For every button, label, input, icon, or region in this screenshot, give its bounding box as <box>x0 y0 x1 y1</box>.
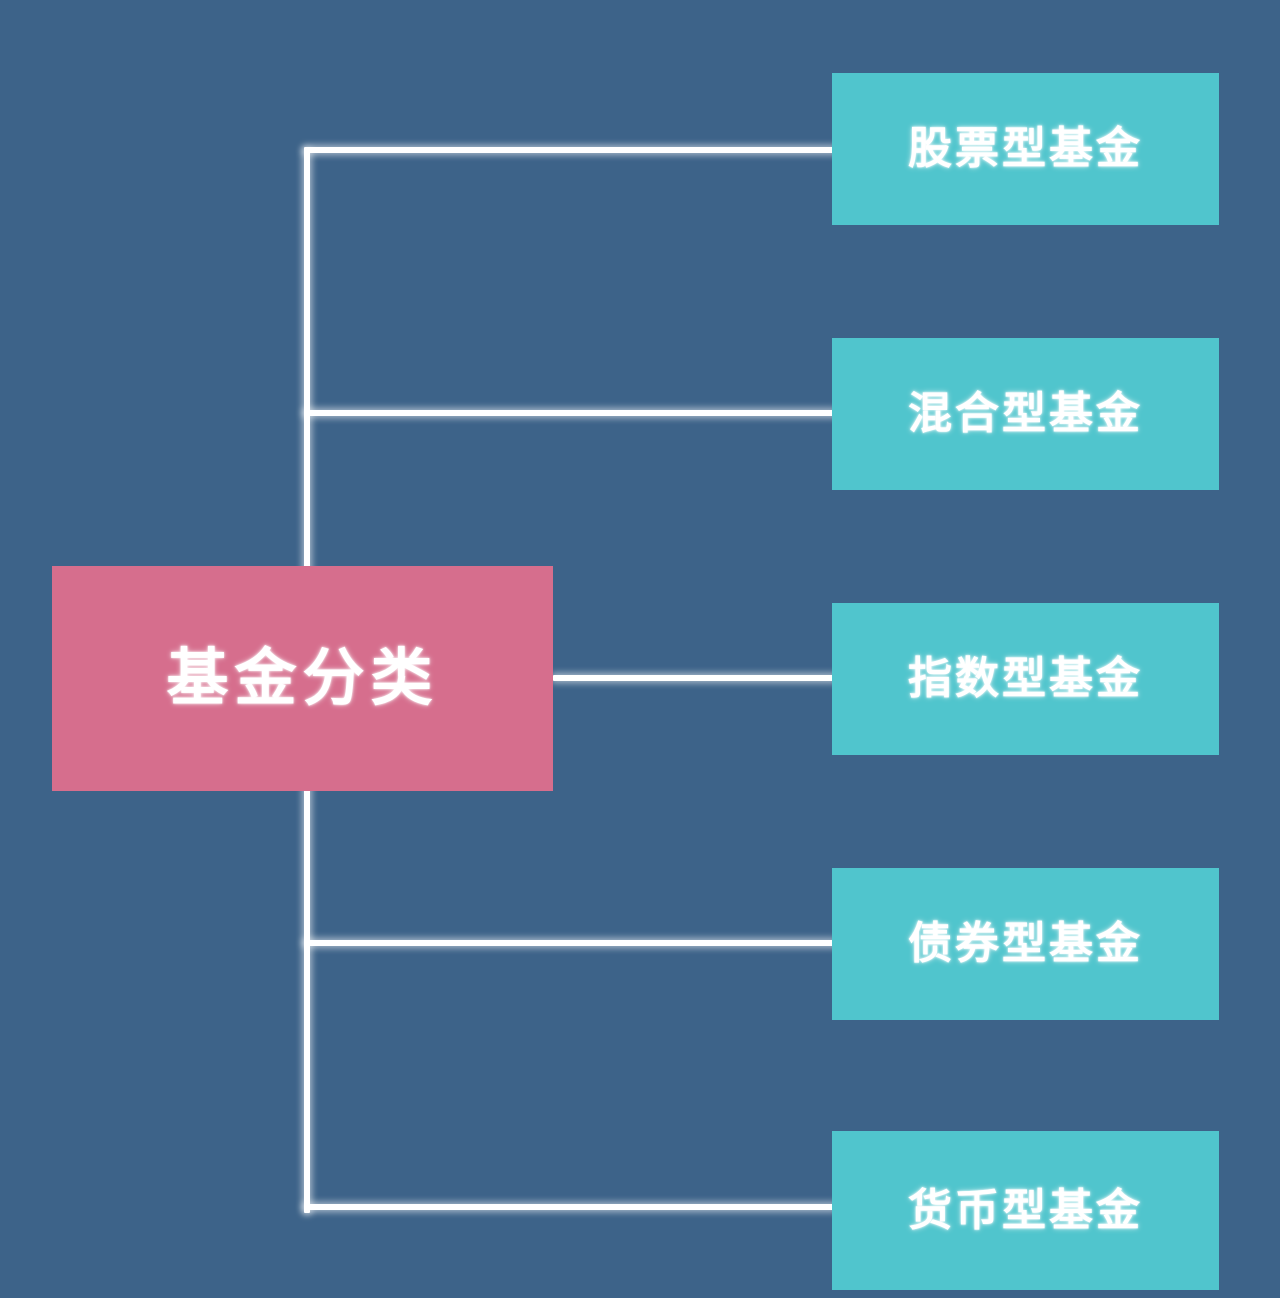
leaf-node-label: 货币型基金 <box>908 1185 1143 1235</box>
leaf-node-4[interactable]: 债券型基金 <box>832 868 1219 1020</box>
connector-branch-1 <box>304 147 836 153</box>
leaf-node-label: 混合型基金 <box>908 389 1143 438</box>
root-node-fund-classification[interactable]: 基金分类 <box>52 566 553 791</box>
leaf-node-2[interactable]: 混合型基金 <box>832 338 1219 490</box>
root-node-label: 基金分类 <box>166 643 439 713</box>
leaf-node-1[interactable]: 股票型基金 <box>832 73 1219 225</box>
leaf-node-3[interactable]: 指数型基金 <box>832 603 1219 755</box>
connector-branch-5 <box>304 1204 836 1210</box>
connector-branch-4 <box>304 940 836 946</box>
connector-branch-3 <box>553 675 836 681</box>
leaf-node-label: 指数型基金 <box>908 654 1143 703</box>
leaf-node-5[interactable]: 货币型基金 <box>832 1131 1219 1290</box>
leaf-node-label: 债券型基金 <box>908 919 1143 968</box>
leaf-node-label: 股票型基金 <box>908 124 1143 173</box>
connector-branch-2 <box>304 410 836 416</box>
